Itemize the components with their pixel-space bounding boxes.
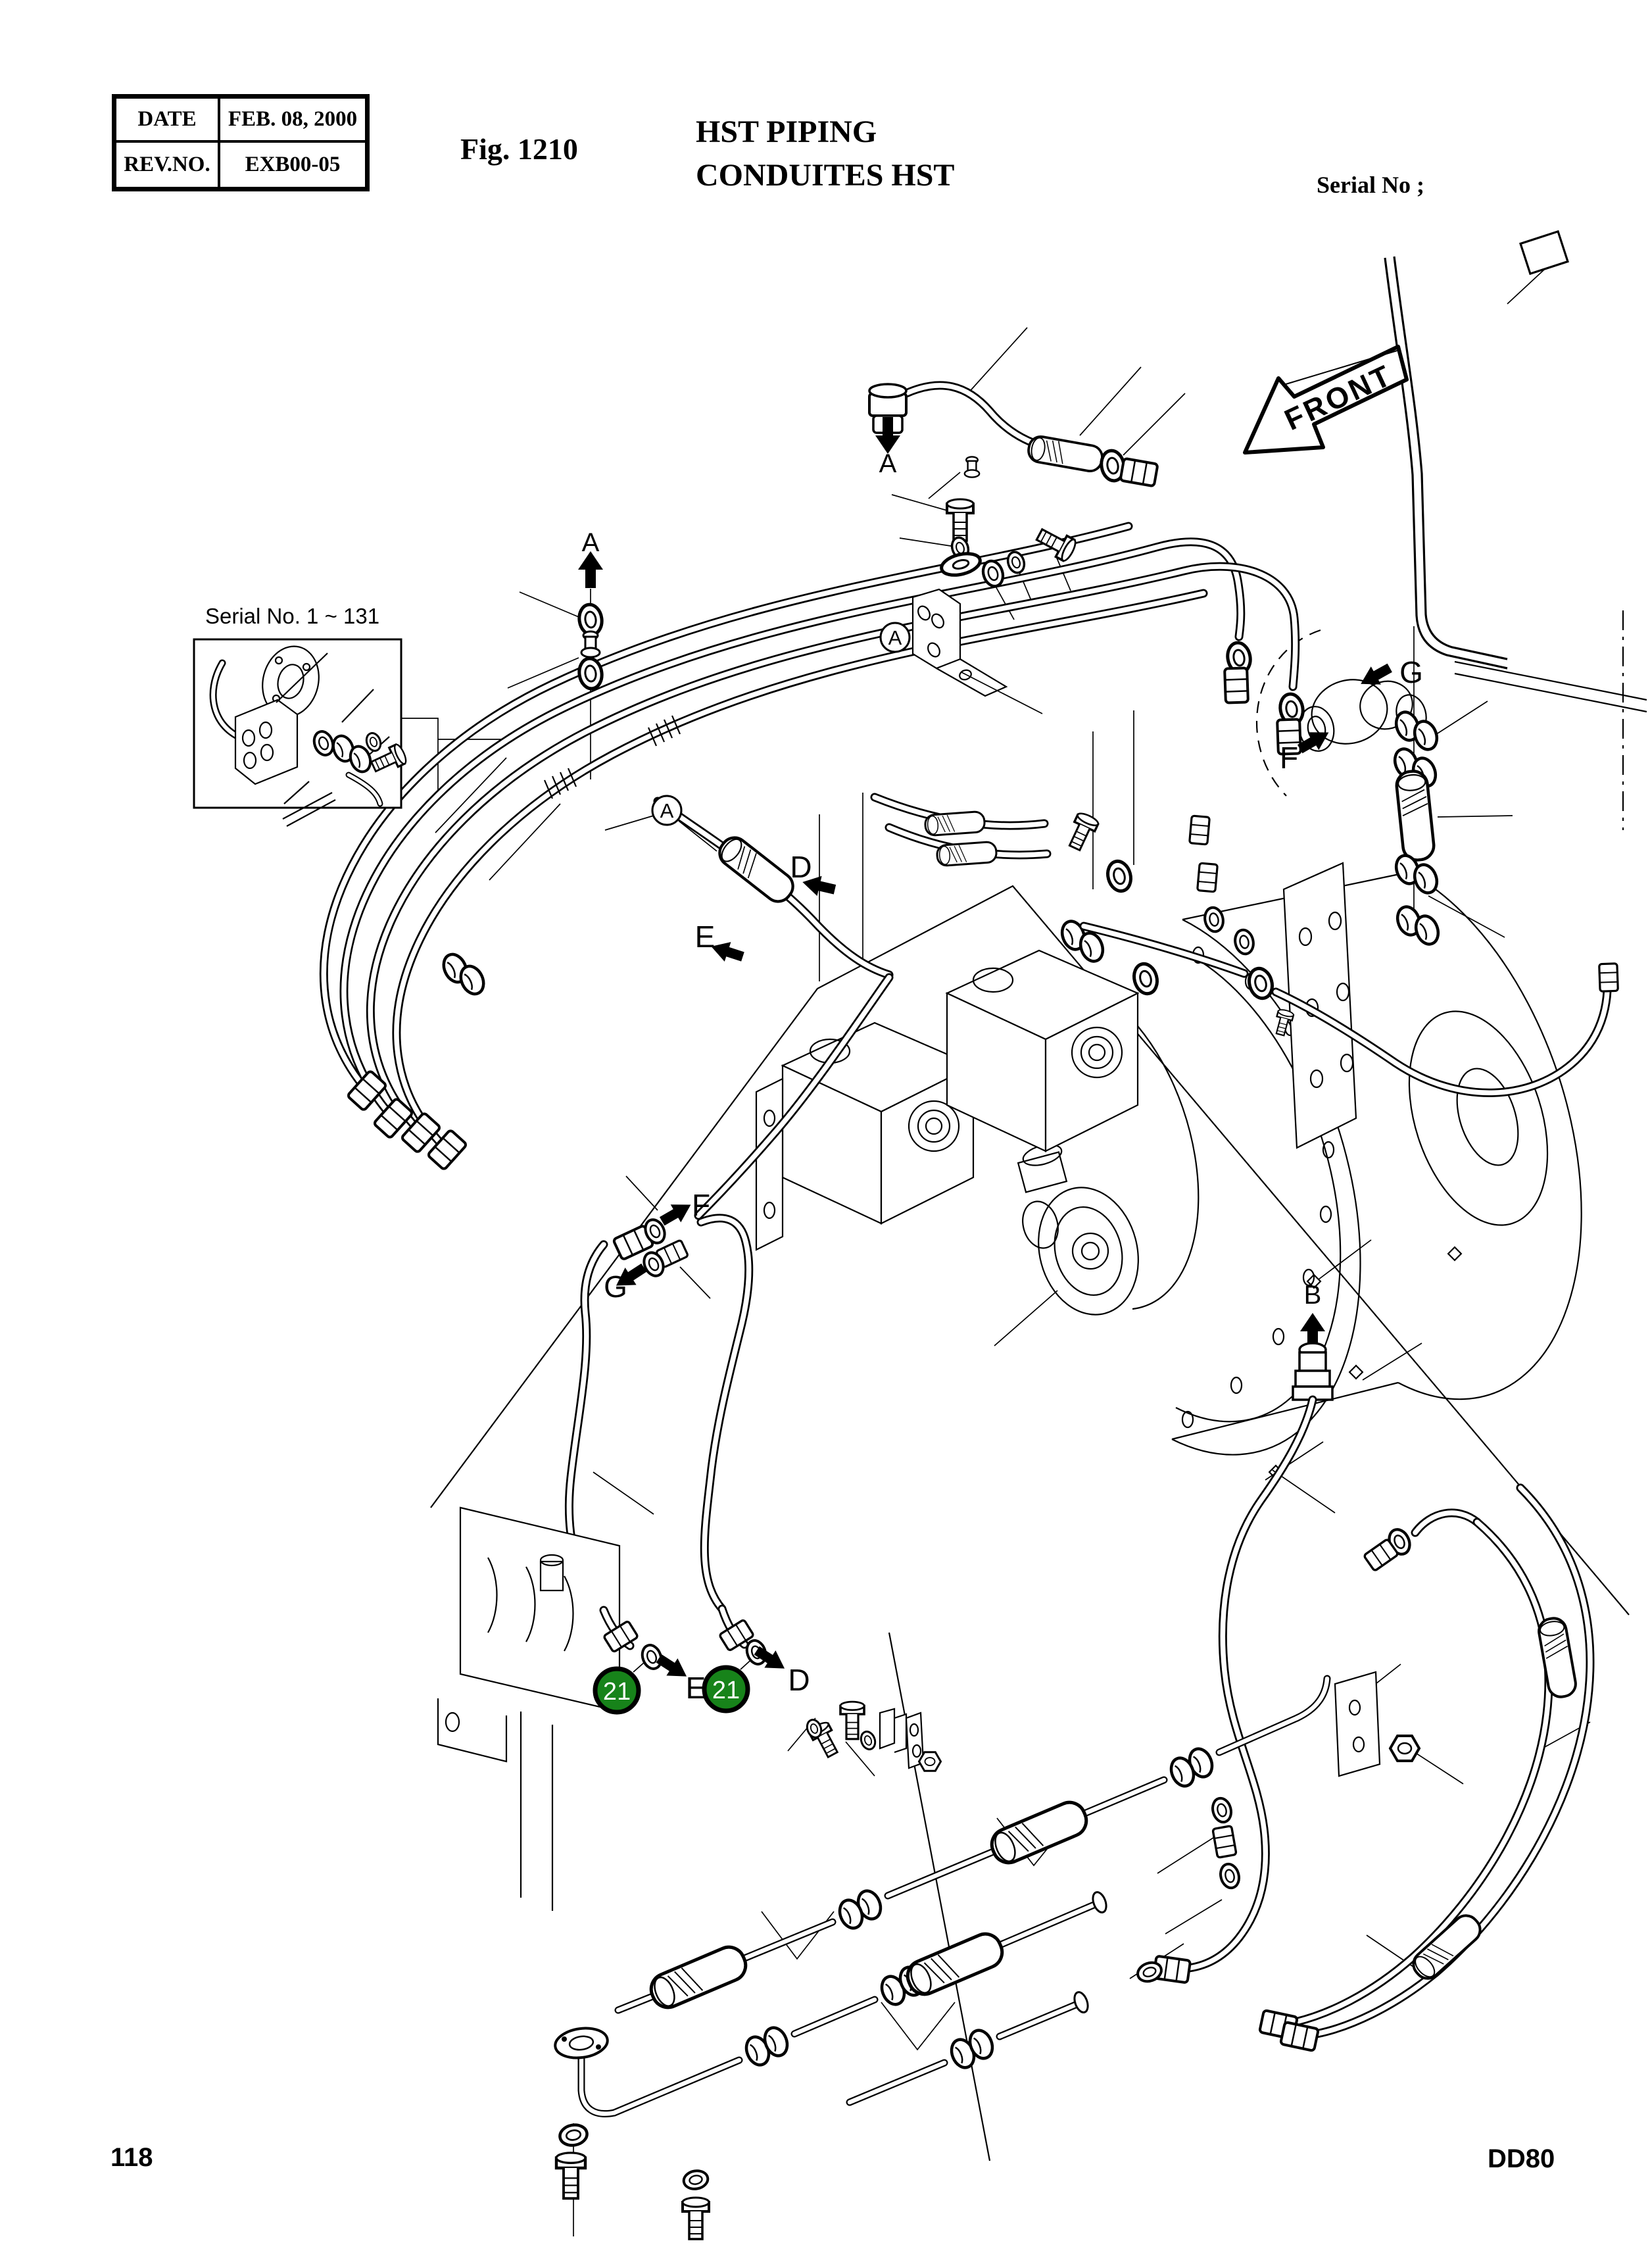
- hst-hose-bundle: [324, 526, 1305, 1171]
- title-french: CONDUITES HST: [696, 158, 955, 193]
- callout-letter-f-right: F: [1280, 741, 1298, 775]
- top-hose-assembly: A: [868, 384, 1159, 488]
- travel-motor: [1017, 1144, 1139, 1316]
- callout-letter-g-left: G: [604, 1270, 627, 1304]
- braid-hatch: [543, 715, 681, 799]
- part-badge-21-right: [702, 1665, 750, 1713]
- b-hose-assembly: B: [1135, 1281, 1334, 1985]
- part-badge-21-right-number: 21: [712, 1677, 740, 1704]
- page-title: HST PIPING CONDUITES HST: [696, 111, 954, 197]
- mounting-bracket-cluster: A: [879, 498, 1079, 697]
- arrow-f-left-icon: [658, 1197, 694, 1229]
- serial-range-label: Serial No. 1 ~ 131: [205, 604, 379, 628]
- final-drive-drum: [1132, 871, 1582, 1480]
- cooler-hoses-assembly: F G: [569, 977, 889, 1610]
- callout-letter-e-bottom: E: [686, 1671, 706, 1705]
- part-badge-21-left-number: 21: [603, 1678, 631, 1706]
- arrow-e-pump-icon: [709, 937, 746, 966]
- callout-letter-e-pump: E: [695, 920, 716, 954]
- serial-inset: Serial No. 1 ~ 131: [193, 604, 410, 827]
- arrow-f-right-icon: [1296, 725, 1332, 757]
- date-label: DATE: [116, 99, 220, 143]
- oil-cooler-outline: [437, 1506, 621, 1763]
- rev-label: REV.NO.: [116, 143, 220, 187]
- elbow-fittings-21: 21 21 E D: [593, 1609, 810, 1715]
- callout-letter-a-bundle: A: [582, 528, 600, 557]
- serial-no-label: Serial No ;: [1317, 172, 1424, 198]
- callout-letter-f-left: F: [692, 1188, 710, 1222]
- callout-letter-g-right: G: [1399, 655, 1423, 689]
- callout-a-bundle: A: [577, 528, 604, 690]
- callout-letter-d-pump: D: [790, 850, 812, 884]
- arrow-e-bottom-icon: [654, 1650, 691, 1684]
- figure-number: Fig. 1210: [460, 132, 578, 166]
- model-code: DD80: [1488, 2144, 1555, 2173]
- hst-pump-assembly: A D E: [651, 793, 1357, 1251]
- callout-letter-a-bracket: A: [888, 626, 902, 649]
- callout-letter-d-bottom: D: [788, 1663, 810, 1697]
- callout-letter-a-pump: A: [660, 799, 674, 822]
- title-english: HST PIPING: [696, 114, 877, 149]
- bottom-pipe-rows: [554, 1671, 1420, 2240]
- rev-value: EXB00-05: [245, 153, 341, 176]
- steel-pipes-top-right: [1384, 230, 1569, 670]
- right-hose-pair: [1258, 1488, 1590, 2053]
- revision-table: DATE FEB. 08, 2000 REV.NO. EXB00-05: [112, 94, 370, 191]
- callout-letter-a-top: A: [879, 449, 897, 478]
- front-direction-arrow: FRONT: [1243, 345, 1409, 455]
- page-number: 118: [110, 2143, 153, 2172]
- part-badge-21-left: [593, 1666, 641, 1715]
- callout-letter-b: B: [1304, 1281, 1322, 1310]
- callouts-fg-right: G F: [1280, 655, 1423, 775]
- date-value: FEB. 08, 2000: [220, 99, 365, 143]
